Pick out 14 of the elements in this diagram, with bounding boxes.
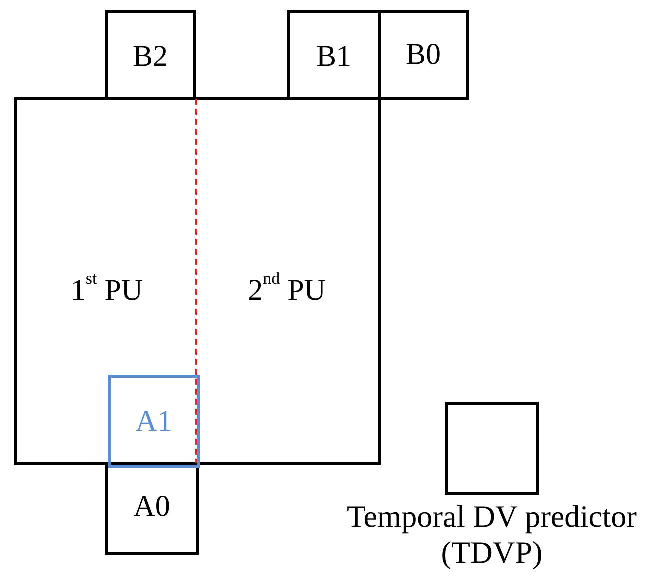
neighbor-block — [287, 10, 378, 100]
block-label: B0 — [406, 40, 441, 70]
neighbor-block — [108, 375, 200, 468]
block-label: A0 — [134, 492, 170, 522]
block-label: B2 — [132, 42, 168, 72]
unit-label: 1$^{st}$ PU — [70, 276, 144, 306]
neighbor-block — [378, 10, 469, 100]
neighbor-block — [105, 10, 196, 100]
prediction-unit — [14, 97, 197, 465]
block-label: A1 — [136, 406, 172, 436]
block-caption: Temporal DV predictor (TDVP) — [346, 499, 638, 571]
block-label: B1 — [316, 42, 352, 72]
neighbor-block — [105, 462, 199, 555]
prediction-unit — [196, 97, 381, 465]
